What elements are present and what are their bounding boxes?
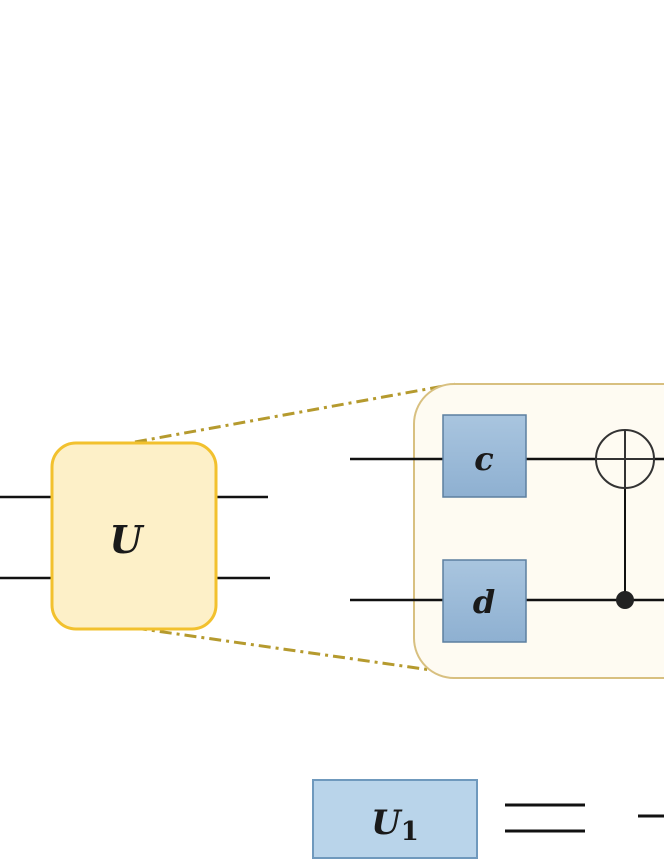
zoom-connector-bottom — [134, 626, 446, 674]
cnot-control-dot — [616, 591, 634, 609]
u1-gate-label: U — [371, 803, 403, 843]
cnot-gate — [595, 429, 655, 609]
u-gate: U — [50, 441, 218, 631]
svg-text:U1: U1 — [371, 803, 419, 847]
u-gate-label: U — [109, 517, 145, 562]
expanded-circuit-panel: c d — [350, 383, 664, 679]
c-gate-label: c — [474, 440, 493, 478]
c-gate: c — [442, 414, 527, 498]
u1-gate-subscript: 1 — [401, 817, 419, 847]
u1-gate: U1 — [312, 779, 478, 859]
equals-sign — [505, 803, 585, 833]
d-gate-label: d — [473, 583, 495, 621]
zoom-connector-top — [134, 382, 456, 444]
d-gate: d — [442, 559, 527, 643]
